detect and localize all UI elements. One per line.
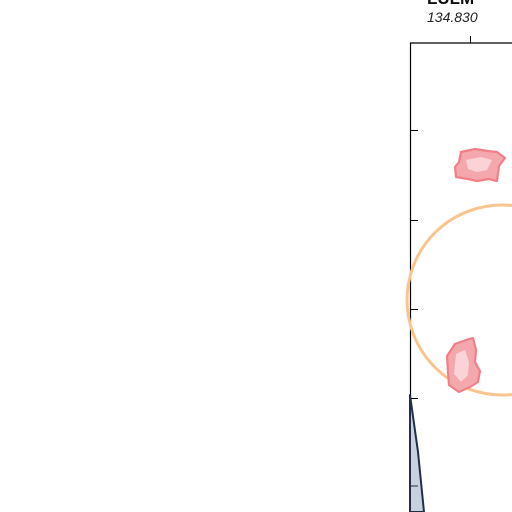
map-frame — [409, 42, 512, 512]
map-title: LULM — [427, 0, 474, 8]
dark-triangle-feature — [409, 394, 425, 512]
longitude-label: 134.830 — [427, 9, 478, 25]
red-polygon-feature — [453, 147, 507, 183]
red-polygon-feature — [445, 336, 482, 394]
orange-circle-feature — [405, 203, 512, 397]
